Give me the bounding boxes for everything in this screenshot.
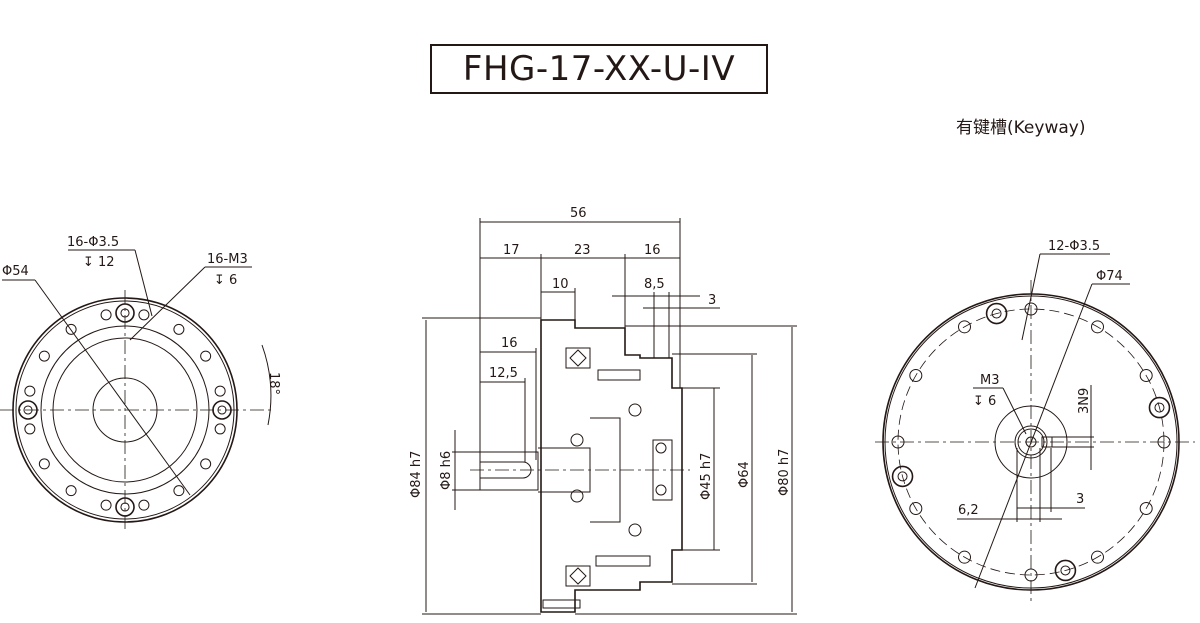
- mounting-hole: [214, 423, 226, 435]
- dim-overall-length: 56: [570, 206, 587, 221]
- mounting-hole: [1091, 320, 1104, 334]
- left-thread-callout: 16-M3: [207, 252, 248, 267]
- model-title: FHG-17-XX-U-IV: [430, 44, 768, 94]
- dim-3: 3: [1076, 492, 1084, 507]
- mounting-hole: [200, 458, 212, 470]
- center-thread-depth: ↧ 6: [973, 394, 996, 409]
- dim-step2: 3: [708, 293, 716, 308]
- bolt-head: [891, 465, 914, 488]
- mounting-hole: [891, 435, 905, 449]
- dim-dia-80: Φ80 h7: [777, 449, 792, 496]
- dim-dia-8: Φ8 h6: [439, 451, 454, 490]
- mounting-hole: [173, 323, 185, 335]
- mounting-hole: [958, 550, 971, 564]
- center-thread-label: M3: [980, 373, 1000, 388]
- left-pcd-label: Φ54: [2, 264, 29, 279]
- bolt-head: [23, 405, 33, 415]
- mounting-hole: [1157, 435, 1171, 449]
- left-hole-callout: 16-Φ3.5: [67, 235, 119, 250]
- bolt-head: [1060, 565, 1071, 576]
- dim-key-length: 12,5: [489, 366, 518, 381]
- keyway-label: 有键槽(Keyway): [956, 118, 1086, 138]
- bolt-head: [115, 497, 135, 517]
- bolt-head: [115, 303, 135, 323]
- mounting-hole: [1024, 568, 1038, 582]
- bolt-head: [120, 502, 130, 512]
- mounting-hole: [200, 350, 212, 362]
- left-hole-depth: ↧ 12: [83, 255, 115, 270]
- bolt-head: [1154, 402, 1165, 413]
- dim-dia-64: Φ64: [737, 461, 752, 488]
- mounting-hole: [138, 309, 150, 321]
- bolt-head: [991, 308, 1002, 319]
- left-thread-depth: ↧ 6: [214, 273, 237, 288]
- mounting-hole: [214, 385, 226, 397]
- dim-seg3: 16: [644, 243, 661, 258]
- key-width-label: 3N9: [1077, 388, 1092, 414]
- bolt-head: [18, 400, 38, 420]
- mounting-hole: [24, 423, 36, 435]
- right-pcd-label: Φ74: [1096, 269, 1123, 284]
- side-section-view: 56 17 23 16 10 8,5 3 16 12,5 Φ84 h7 Φ8 h…: [409, 206, 797, 615]
- dim-6-2: 6,2: [958, 503, 979, 518]
- mounting-hole: [100, 309, 112, 321]
- bolt-head: [217, 405, 227, 415]
- mounting-hole: [38, 458, 50, 470]
- dim-dia-84: Φ84 h7: [409, 451, 424, 498]
- bolt-head: [897, 471, 908, 482]
- bolt-head: [212, 400, 232, 420]
- left-front-view: Φ54 16-Φ3.5 ↧ 12 16-M3 ↧ 6 18°: [0, 235, 281, 530]
- dim-shaft-length: 16: [501, 336, 518, 351]
- dim-dia-45: Φ45 h7: [699, 453, 714, 500]
- bolt-head: [120, 308, 130, 318]
- mounting-hole: [1139, 502, 1153, 515]
- bolt-head: [1148, 396, 1171, 419]
- bolt-head: [985, 302, 1008, 325]
- mounting-hole: [1139, 369, 1153, 382]
- dim-step1: 8,5: [644, 277, 665, 292]
- mounting-hole: [958, 320, 971, 334]
- dim-seg2: 23: [574, 243, 591, 258]
- mounting-hole: [24, 385, 36, 397]
- mounting-hole: [65, 323, 77, 335]
- dim-seg1: 17: [503, 243, 520, 258]
- bolt-head: [1054, 559, 1077, 582]
- mounting-hole: [909, 369, 923, 382]
- mounting-hole: [65, 485, 77, 497]
- right-hole-callout: 12-Φ3.5: [1048, 239, 1100, 254]
- left-angle-label: 18°: [266, 372, 281, 395]
- mounting-hole: [173, 485, 185, 497]
- dim-flange: 10: [552, 277, 569, 292]
- mounting-hole: [138, 499, 150, 511]
- mounting-hole: [38, 350, 50, 362]
- mounting-hole: [909, 502, 923, 515]
- mounting-hole: [1024, 302, 1038, 316]
- mounting-hole: [100, 499, 112, 511]
- mounting-hole: [1091, 550, 1104, 564]
- right-rear-view: 12-Φ3.5 Φ74 M3 ↧ 6 3N9 6,2 3: [875, 239, 1195, 605]
